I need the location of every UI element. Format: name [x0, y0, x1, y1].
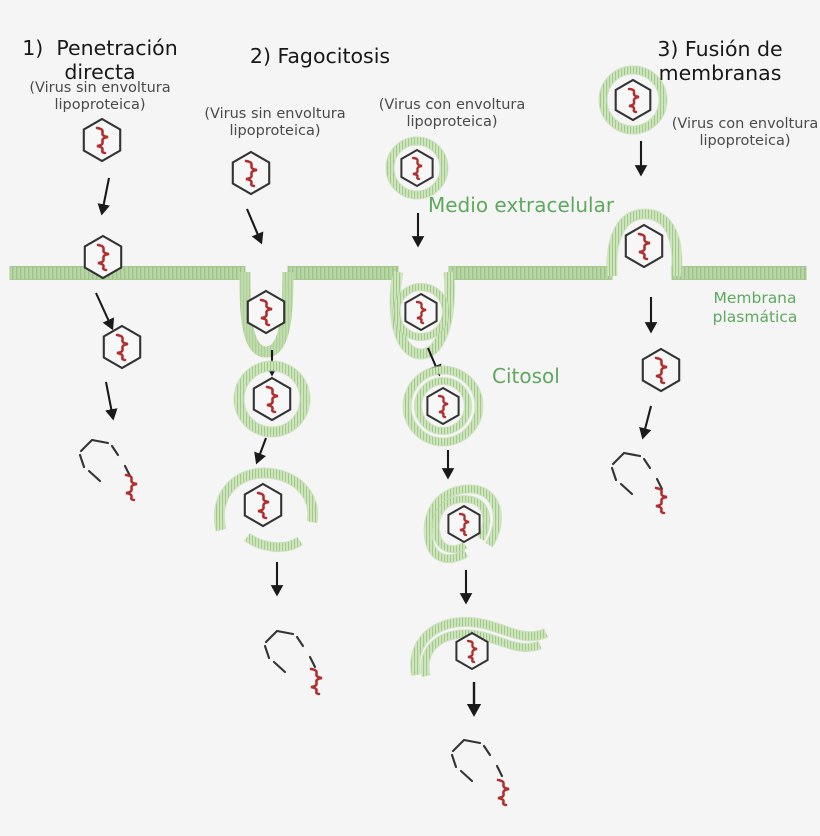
naked-virus: [641, 347, 681, 393]
panel-title-2-line1: 2) Fagocitosis: [249, 44, 391, 68]
broken-capsid: [450, 738, 504, 783]
plasma-membrane: [9, 266, 807, 280]
ruptured-vesicle: [213, 467, 319, 553]
arrow: [95, 292, 115, 331]
invagination-vesicle: [239, 271, 294, 358]
panel-title-1-line1: 1) Penetración: [22, 36, 178, 60]
caption-col-2-line1: (Virus sin envoltura: [204, 106, 346, 122]
enveloped-virus: [385, 136, 449, 200]
caption-col-2-line2: lipoproteica): [229, 123, 321, 140]
column-fusion-membranas: [598, 65, 683, 515]
label-membrana-line2: plasmática: [712, 307, 798, 326]
fusion-dome: [606, 208, 683, 277]
caption-col-3-line2: lipoproteica): [406, 114, 498, 131]
naked-virus: [243, 482, 283, 528]
broken-capsid: [78, 438, 132, 483]
broken-capsid: [263, 629, 317, 674]
column-penetracion-directa: [78, 117, 142, 502]
panel-title-1-line2: directa: [64, 60, 136, 85]
fused-membrane-sheet: [410, 616, 548, 677]
panel-title-2: 2) Fagocitosis: [225, 44, 415, 68]
naked-virus: [246, 289, 286, 335]
arrow: [104, 381, 118, 421]
column-fagocitosis-desnudo: [213, 150, 323, 696]
caption-col-1-line2: lipoproteica): [54, 97, 146, 114]
membrane-segment: [671, 266, 807, 280]
free-genome: [309, 667, 323, 696]
column-fagocitosis-envuelto: [385, 136, 548, 807]
enveloped-virus: [392, 283, 450, 341]
caption-col-4-line2: lipoproteica): [699, 133, 791, 150]
label-membrana-line1: Membrana: [713, 289, 797, 307]
caption-col-1-line1: (Virus sin envoltura: [29, 80, 171, 96]
label-citosol: Citosol: [492, 364, 560, 388]
naked-virus: [624, 223, 664, 269]
caption-col-3-line1: (Virus con envoltura: [378, 97, 526, 113]
double-membrane-vesicle: [402, 365, 484, 447]
label-medio-extracelular: Medio extracelular: [428, 193, 615, 217]
arrow: [246, 208, 264, 245]
caption-col-4-line1: (Virus con envoltura: [671, 116, 819, 132]
enveloped-virus: [598, 65, 668, 135]
membrane-segment: [448, 266, 613, 280]
free-genome: [124, 473, 138, 502]
free-genome: [654, 486, 668, 515]
naked-virus: [231, 150, 271, 196]
panel-title-3-line2: membranas: [658, 61, 782, 86]
arrow: [639, 405, 653, 440]
free-genome: [496, 778, 510, 807]
arrow: [254, 437, 267, 465]
naked-virus: [252, 376, 292, 422]
naked-virus: [82, 117, 122, 163]
vesicle-with-virus: [233, 360, 311, 438]
panel-title-3-line1: 3) Fusión de: [657, 37, 783, 61]
membrane-segment: [9, 266, 246, 280]
naked-virus: [83, 234, 123, 280]
naked-virus: [102, 324, 142, 370]
double-vesicle-opening: [423, 484, 502, 564]
arrow: [97, 177, 111, 216]
membrane-segment: [287, 266, 399, 280]
broken-capsid: [610, 451, 664, 496]
